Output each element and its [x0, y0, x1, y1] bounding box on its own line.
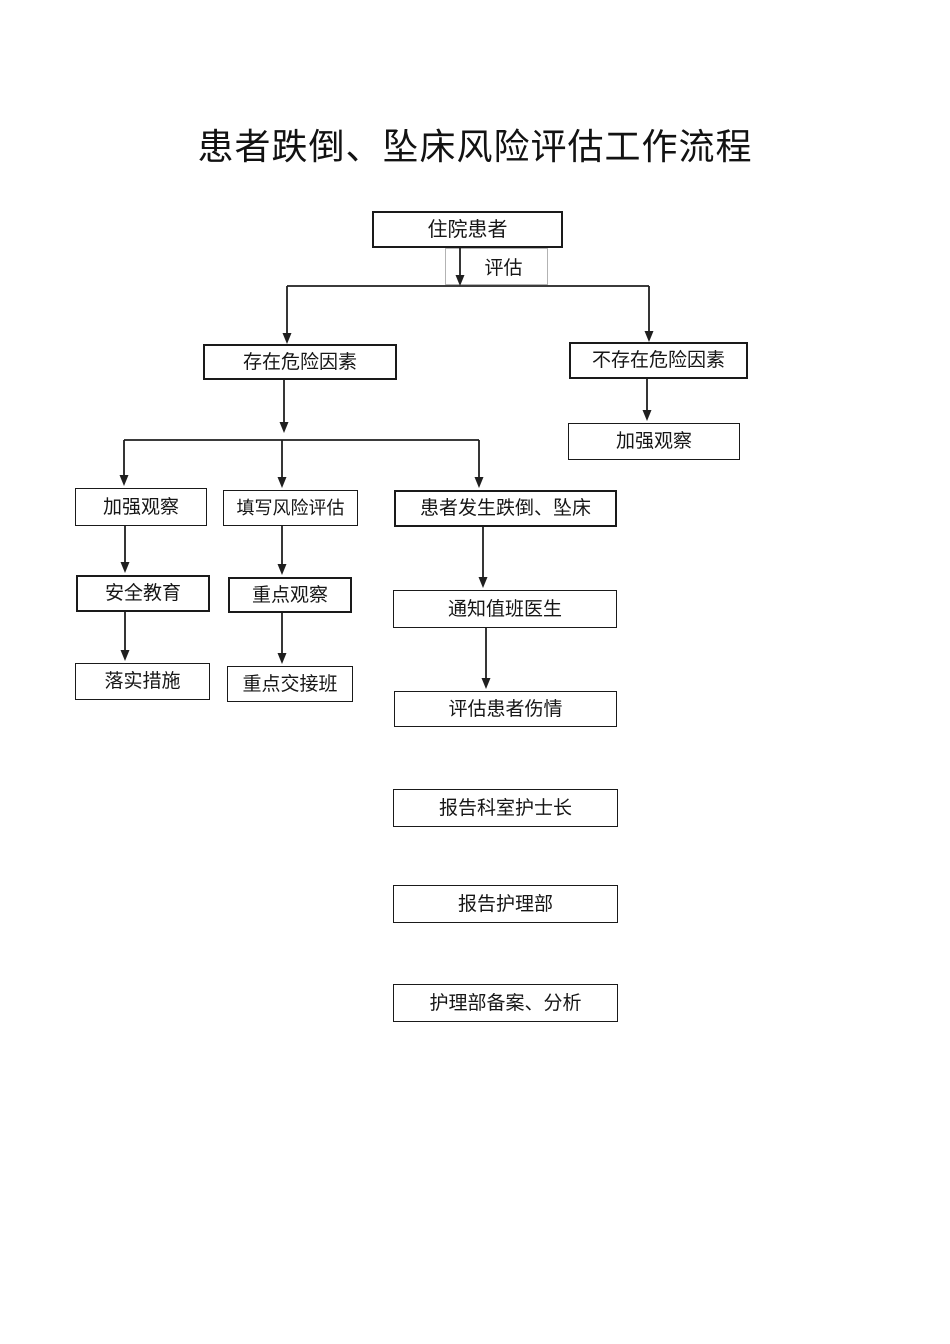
edge-split-risk-absent	[644, 286, 654, 342]
flow-node-notify-doctor: 通知值班医生	[393, 590, 617, 628]
edge-distribution-observe-left	[119, 440, 129, 486]
edge-distribution-fill-assessment	[277, 440, 287, 488]
flow-node-report-head-nurse: 报告科室护士长	[393, 789, 618, 827]
page-title: 患者跌倒、坠床风险评估工作流程	[197, 127, 753, 167]
edge-fill-key-observation	[277, 526, 287, 575]
edge-risk-present-distribution	[279, 380, 289, 433]
flow-node-risk-absent: 不存在危险因素	[569, 342, 748, 379]
edge-notify-assess-injury	[481, 628, 491, 689]
flow-node-key-observation: 重点观察	[228, 577, 352, 613]
flow-node-fill-assessment: 填写风险评估	[223, 490, 358, 526]
edge-observation-handover	[277, 613, 287, 664]
flow-node-fall-event: 患者发生跌倒、坠床	[394, 490, 617, 527]
edge-observe-safety-education	[120, 526, 130, 573]
flow-node-report-nursing-dept: 报告护理部	[393, 885, 618, 923]
flow-node-dept-record-analysis: 护理部备案、分析	[393, 984, 618, 1022]
edge-split-risk-present	[282, 286, 292, 344]
edge-fall-notify-doctor	[478, 527, 488, 588]
flow-node-risk-present: 存在危险因素	[203, 344, 397, 380]
flow-node-implement-measures: 落实措施	[75, 663, 210, 700]
flow-node-inpatient: 住院患者	[372, 211, 563, 248]
edge-inpatient-split	[455, 248, 465, 286]
edge-risk-absent-observe	[642, 379, 652, 421]
flow-node-key-handover: 重点交接班	[227, 666, 353, 702]
flow-node-observe-more-right: 加强观察	[568, 423, 740, 460]
edge-safety-implement	[120, 612, 130, 661]
flow-node-safety-education: 安全教育	[76, 575, 210, 612]
flow-node-assess-injury: 评估患者伤情	[394, 691, 617, 727]
edge-distribution-fall-event	[474, 440, 484, 488]
flow-node-observe-more-left: 加强观察	[75, 488, 207, 526]
